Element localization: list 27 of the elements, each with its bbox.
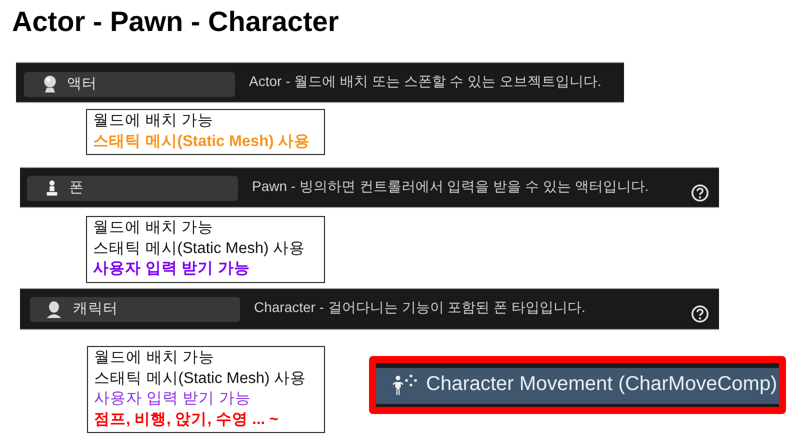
class-chip (27, 176, 238, 201)
title: Actor - Pawn - Character (12, 5, 339, 39)
description-bar (20, 167, 719, 208)
description-text: Pawn - 빙의하면 컨트롤러에서 입력을 받을 수 있는 액터입니다. (252, 177, 649, 196)
feature-text: 월드에 배치 가능 (94, 348, 215, 368)
description-bar (20, 288, 719, 330)
class-name: 캐릭터 (73, 300, 118, 319)
feature-text: 사용자 입력 받기 가능 (94, 389, 251, 409)
feature-box (87, 346, 325, 433)
class-chip (30, 297, 240, 322)
class-name: 폰 (69, 179, 84, 198)
description-bar (16, 62, 624, 103)
feature-text: 스태틱 메시(Static Mesh) 사용 (94, 368, 306, 388)
component-bar (369, 356, 786, 414)
feature-text: 스태틱 메시(Static Mesh) 사용 (93, 238, 305, 258)
feature-box (86, 109, 325, 155)
component-name: Character Movement (CharMoveComp) (426, 372, 778, 397)
feature-text: 사용자 입력 받기 가능 (93, 259, 250, 279)
class-name: 액터 (67, 75, 97, 94)
class-chip (24, 72, 235, 97)
feature-text: 월드에 배치 가능 (93, 111, 214, 131)
description-text: Character - 걸어다니는 기능이 포함된 폰 타입입니다. (254, 298, 586, 317)
feature-text: 스태틱 메시(Static Mesh) 사용 (93, 132, 310, 152)
description-text: Actor - 월드에 배치 또는 스폰할 수 있는 오브젝트입니다. (249, 72, 602, 91)
feature-text: 점프, 비행, 앉기, 수영 ... ~ (94, 410, 278, 430)
feature-box (86, 216, 325, 282)
feature-text: 월드에 배치 가능 (93, 218, 214, 238)
